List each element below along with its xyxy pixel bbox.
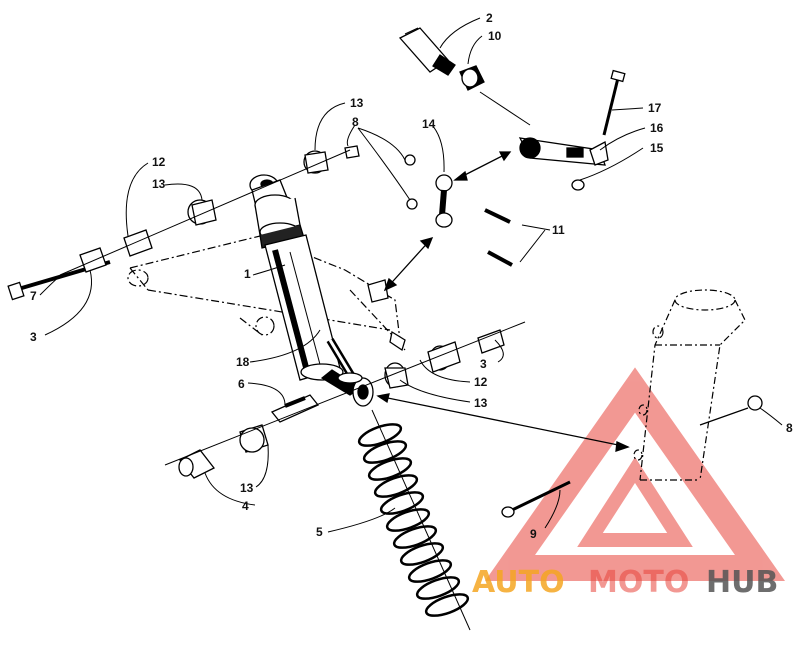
shock-absorber — [249, 174, 364, 396]
callout-13-top: 13 — [350, 96, 364, 110]
post-hardware — [501, 395, 763, 518]
assembly-arrows — [376, 151, 630, 452]
top-right-parts — [398, 27, 626, 191]
callout-4: 4 — [242, 499, 249, 513]
frame-bracket — [367, 279, 406, 352]
callout-numbers: 2 10 17 16 15 14 11 13 8 12 13 1 7 3 18 … — [30, 11, 793, 541]
callout-16: 16 — [650, 121, 664, 135]
callout-11: 11 — [552, 223, 565, 237]
callout-13-lower-left: 13 — [240, 481, 254, 495]
callout-10: 10 — [488, 29, 502, 43]
callout-5: 5 — [316, 525, 323, 539]
callout-15: 15 — [650, 141, 664, 155]
coil-spring — [357, 423, 470, 617]
callout-1: 1 — [244, 267, 251, 281]
callout-17: 17 — [648, 101, 662, 115]
callout-13-upper: 13 — [152, 177, 166, 191]
lower-mount-parts — [178, 329, 505, 479]
callout-6: 6 — [238, 377, 245, 391]
callout-2: 2 — [486, 11, 493, 25]
callout-3-right: 3 — [480, 357, 487, 371]
upper-mount-parts — [7, 145, 360, 301]
watermark-auto: AUTO — [472, 565, 565, 600]
callout-8-top: 8 — [352, 115, 359, 129]
lower-axis-line — [164, 321, 526, 466]
leader-lines — [39, 17, 783, 533]
watermark-logo — [484, 367, 786, 581]
callout-14: 14 — [422, 117, 436, 131]
upper-axis-line — [59, 149, 351, 276]
callout-8-right: 8 — [786, 421, 793, 435]
callout-18: 18 — [236, 355, 250, 369]
callout-13-lower-right: 13 — [474, 396, 488, 410]
watermark-hub: HUB — [706, 565, 778, 600]
callout-3-left: 3 — [30, 330, 37, 344]
watermark-moto: MOTO — [588, 565, 689, 600]
callout-12-lower: 12 — [474, 375, 488, 389]
callout-7: 7 — [30, 289, 37, 303]
frame-phantom — [127, 235, 406, 351]
spring-axis-line — [371, 409, 471, 631]
watermark-text: AUTO MOTO HUB — [472, 565, 778, 600]
callout-9: 9 — [530, 527, 537, 541]
callout-12-upper: 12 — [152, 155, 166, 169]
steering-post-phantom — [633, 289, 746, 481]
linkage-parts — [404, 154, 513, 267]
post-side-line — [699, 407, 749, 426]
